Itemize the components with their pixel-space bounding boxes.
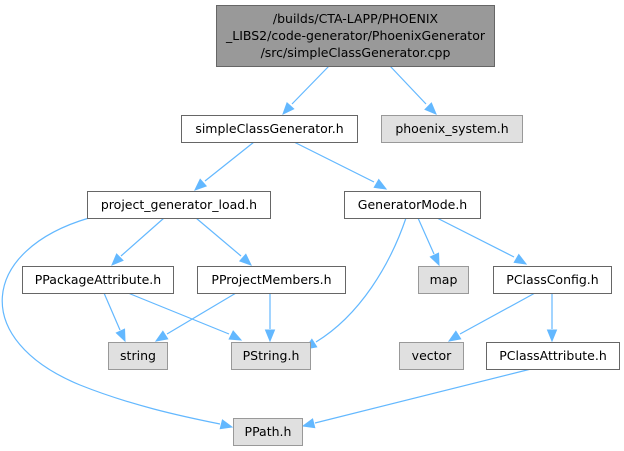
node-box — [197, 266, 346, 294]
node-box — [493, 266, 612, 294]
edge-line — [314, 368, 532, 424]
arrowhead-icon — [447, 330, 462, 342]
node-label: string — [120, 348, 156, 363]
node-label: project_generator_load.h — [101, 197, 257, 212]
arrowhead-icon — [238, 253, 252, 266]
node-box — [233, 418, 303, 446]
arrowhead-icon — [424, 102, 437, 115]
node-label: PPath.h — [245, 424, 292, 439]
edge-project_generator_load_h-to-PProjectMembers_h — [195, 217, 252, 266]
node-label: PClassConfig.h — [506, 272, 598, 287]
nodes-layer: /builds/CTA-LAPP/PHOENIX _LIBS2/code-gene… — [22, 5, 620, 446]
arrowhead-icon — [301, 418, 316, 429]
arrowhead-icon — [429, 252, 440, 267]
node-string: string — [108, 342, 168, 370]
node-PProjectMembers-h[interactable]: PProjectMembers.h — [197, 266, 346, 294]
edges-layer — [1, 65, 558, 430]
edge-line — [459, 292, 536, 335]
edge-GeneratorMode_h-to-PClassConfig_h — [436, 217, 528, 265]
node-root[interactable]: /builds/CTA-LAPP/PHOENIX _LIBS2/code-gene… — [216, 5, 495, 67]
node-box — [108, 342, 168, 370]
edge-line — [166, 292, 237, 335]
edge-PClassConfig_h-to-PClassAttribute_h — [546, 293, 558, 343]
node-label: PString.h — [243, 348, 300, 363]
node-box — [486, 342, 620, 370]
arrowhead-icon — [264, 329, 276, 343]
arrowhead-icon — [194, 178, 208, 191]
edge-PProjectMembers_h-to-PString_h — [264, 293, 276, 343]
node-project-generator-load-h[interactable]: project_generator_load.h — [87, 191, 271, 219]
node-label: PClassAttribute.h — [499, 348, 607, 363]
node-PPackageAttribute-h[interactable]: PPackageAttribute.h — [22, 266, 174, 294]
node-label: phoenix_system.h — [395, 121, 508, 136]
edge-simpleClassGenerator_h-to-GeneratorMode_h — [293, 141, 388, 190]
node-label: simpleClassGenerator.h — [195, 121, 343, 136]
arrowhead-icon — [115, 328, 126, 343]
node-box — [216, 5, 495, 67]
node-PClassAttribute-h[interactable]: PClassAttribute.h — [486, 342, 620, 370]
node-phoenix-system-h: phoenix_system.h — [381, 115, 523, 143]
edge-project_generator_load_h-to-PPath_h — [1, 217, 234, 430]
node-label: PPackageAttribute.h — [35, 272, 161, 287]
node-box — [181, 115, 358, 143]
arrowhead-icon — [228, 330, 243, 341]
node-box — [22, 266, 174, 294]
node-map: map — [418, 266, 469, 294]
node-vector: vector — [399, 342, 464, 370]
edge-line — [103, 292, 121, 331]
edge-line — [127, 292, 230, 335]
arrowhead-icon — [154, 330, 169, 342]
edge-line — [195, 217, 242, 257]
arrowhead-icon — [373, 178, 388, 190]
edge-line — [291, 65, 330, 105]
node-box — [418, 266, 469, 294]
edge-PClassAttribute_h-to-PPath_h — [301, 368, 532, 429]
node-PPath-h: PPath.h — [233, 418, 303, 446]
edge-PProjectMembers_h-to-string — [154, 292, 237, 342]
node-box — [381, 115, 523, 143]
node-label: /builds/CTA-LAPP/PHOENIX — [273, 11, 439, 26]
arrowhead-icon — [219, 419, 234, 430]
edge-PClassConfig_h-to-vector — [447, 292, 536, 342]
node-box — [231, 342, 311, 370]
node-label: vector — [412, 348, 453, 363]
arrowhead-icon — [513, 253, 528, 265]
edge-line — [293, 141, 375, 183]
node-box — [344, 191, 481, 219]
arrowhead-icon — [282, 101, 295, 115]
node-PString-h: PString.h — [231, 342, 311, 370]
edge-line — [389, 65, 427, 105]
node-box — [399, 342, 464, 370]
node-label: map — [430, 272, 458, 287]
node-box — [87, 191, 271, 219]
edge-line — [417, 217, 435, 255]
edge-line — [315, 217, 407, 343]
edge-line — [204, 141, 255, 182]
node-label: /src/simpleClassGenerator.cpp — [261, 45, 451, 60]
edge-line — [1, 217, 221, 425]
edge-root-to-phoenix_system_h — [389, 65, 437, 115]
node-label: PProjectMembers.h — [211, 272, 331, 287]
edge-simpleClassGenerator_h-to-project_generator_load_h — [194, 141, 255, 191]
edge-PPackageAttribute_h-to-PString_h — [127, 292, 243, 341]
node-label: _LIBS2/code-generator/PhoenixGenerator — [225, 28, 486, 43]
node-PClassConfig-h[interactable]: PClassConfig.h — [493, 266, 612, 294]
edge-GeneratorMode_h-to-map — [417, 217, 440, 267]
edge-line — [120, 217, 165, 257]
edge-line — [436, 217, 515, 258]
edge-root-to-simpleClassGenerator_h — [282, 65, 330, 115]
node-label: GeneratorMode.h — [358, 197, 467, 212]
node-GeneratorMode-h[interactable]: GeneratorMode.h — [344, 191, 481, 219]
node-simpleClassGenerator-h[interactable]: simpleClassGenerator.h — [181, 115, 358, 143]
arrowhead-icon — [546, 329, 558, 343]
edge-project_generator_load_h-to-PPackageAttribute_h — [111, 217, 165, 266]
edge-PPackageAttribute_h-to-string — [103, 292, 126, 343]
arrowhead-icon — [111, 253, 124, 266]
